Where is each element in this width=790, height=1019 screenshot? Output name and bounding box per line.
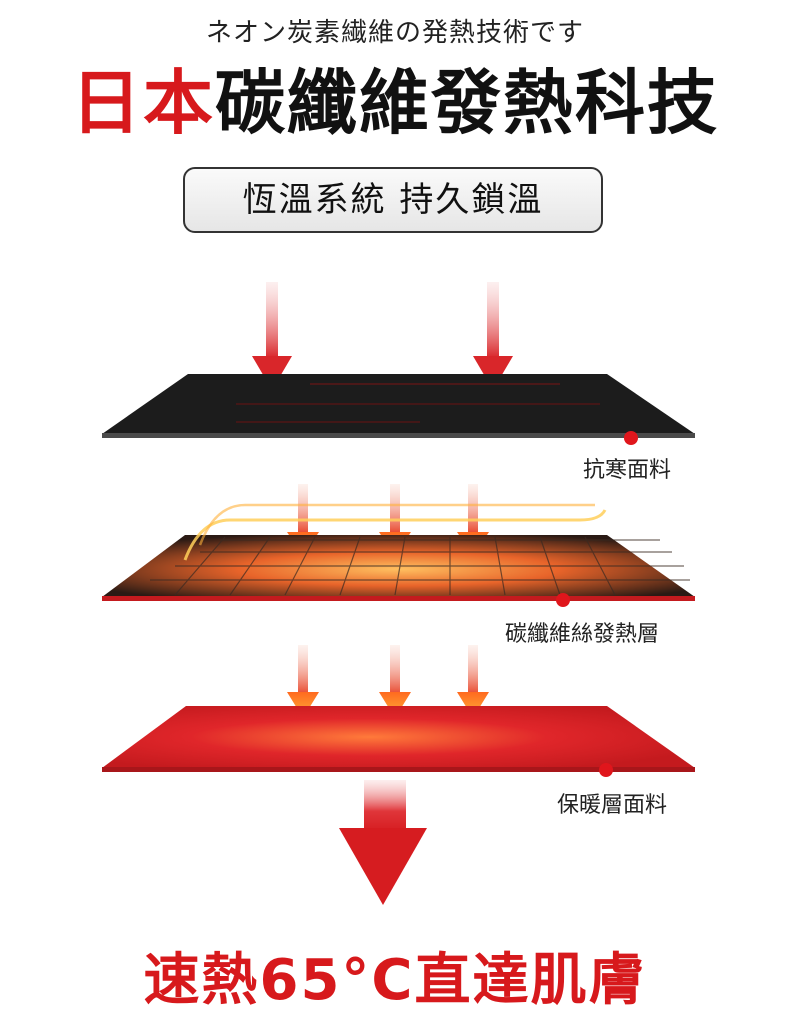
subtitle: ネオン炭素繊維の発熱技術です — [205, 18, 584, 48]
feature-pill: 恆溫系統 持久鎖溫 — [183, 167, 603, 233]
label-top-fabric: 抗寒面料 — [583, 458, 672, 483]
headline-black-part: 碳纖維發熱科技 — [215, 62, 719, 144]
headline: 日本碳纖維發熱科技 — [0, 58, 790, 148]
label-middle-heating: 碳纖維絲發熱層 — [505, 622, 660, 647]
layer-middle-heating — [102, 503, 695, 607]
big-down-arrow — [339, 780, 427, 905]
footer-tagline: 速熱65°C直達肌膚 — [143, 948, 647, 1013]
arrow-lower-1 — [287, 645, 319, 718]
label-bottom-warm: 保暖層面料 — [557, 793, 668, 818]
layer-bottom-warm — [102, 706, 695, 777]
arrow-top-left — [252, 282, 292, 390]
headline-red-part: 日本 — [71, 62, 215, 144]
arrow-top-right — [473, 282, 513, 390]
arrow-lower-2 — [379, 645, 411, 718]
layer-top-fabric — [102, 374, 695, 445]
arrow-lower-3 — [457, 645, 489, 718]
